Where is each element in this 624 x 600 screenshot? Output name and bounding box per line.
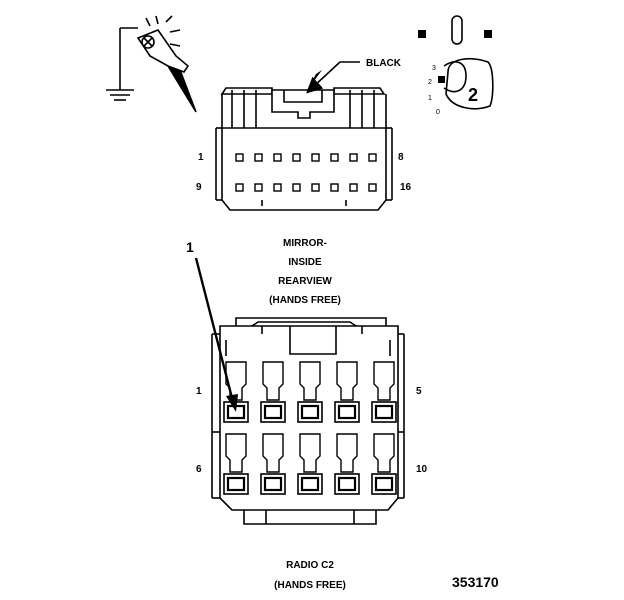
mirror-cavity [254,153,263,162]
mirror-cavity [349,153,358,162]
radio-connector-pins [223,361,397,495]
mirror-cavity [273,183,282,192]
radio-cavity [297,361,323,423]
mirror-cavity [292,183,301,192]
probe-ground-icon [106,15,197,113]
mirror-cavity [273,153,282,162]
mirror-cavity [311,153,320,162]
radio-cavity [334,433,360,495]
callout-number: 1 [186,239,194,255]
radio-cavity [334,361,360,423]
mirror-cavity [254,183,263,192]
ignition-key-icon: 3 2 1 0 2 [418,15,494,116]
mirror-title-line-2: INSIDE [288,257,322,268]
mirror-title-line-1: MIRROR- [283,238,327,249]
mirror-title-line-4: (HANDS FREE) [269,295,341,306]
mirror-cavity [330,153,339,162]
connector-color-label: BLACK [366,58,402,69]
pin-callout: 1 [186,239,238,412]
mirror-cavity [292,153,301,162]
radio-pin-1-label: 1 [196,386,202,397]
mirror-title-line-3: REARVIEW [278,276,332,287]
radio-cavity [297,433,323,495]
key-position-3: 3 [432,65,436,72]
mirror-cavity [235,153,244,162]
key-number: 2 [468,85,478,105]
mirror-pin-16-label: 16 [400,182,412,193]
key-position-2: 2 [428,79,432,86]
mirror-connector [215,87,393,211]
mirror-cavity [368,183,377,192]
radio-connector-title: RADIO C2 (HANDS FREE) [274,560,346,591]
radio-pin-10-label: 10 [416,464,428,475]
radio-pin-6-label: 6 [196,464,202,475]
mirror-connector-pins [235,153,377,192]
radio-pin-5-label: 5 [416,386,422,397]
radio-cavity [223,433,249,495]
radio-cavity [371,361,397,423]
radio-title-line-1: RADIO C2 [286,560,334,571]
radio-cavity [371,433,397,495]
mirror-cavity [311,183,320,192]
figure-number: 353170 [452,574,499,590]
radio-cavity [260,433,286,495]
mirror-connector-title: MIRROR- INSIDE REARVIEW (HANDS FREE) [269,238,341,306]
radio-connector [211,317,405,525]
connector-color-callout: BLACK [306,58,402,94]
mirror-cavity [368,153,377,162]
key-position-1: 1 [428,95,432,102]
mirror-cavity [235,183,244,192]
mirror-pin-9-label: 9 [196,182,202,193]
key-position-0: 0 [436,109,440,116]
radio-cavity [223,361,249,423]
mirror-pin-1-label: 1 [198,152,204,163]
mirror-pin-8-label: 8 [398,152,404,163]
radio-title-line-2: (HANDS FREE) [274,580,346,591]
mirror-cavity [349,183,358,192]
radio-cavity [260,361,286,423]
mirror-cavity [330,183,339,192]
